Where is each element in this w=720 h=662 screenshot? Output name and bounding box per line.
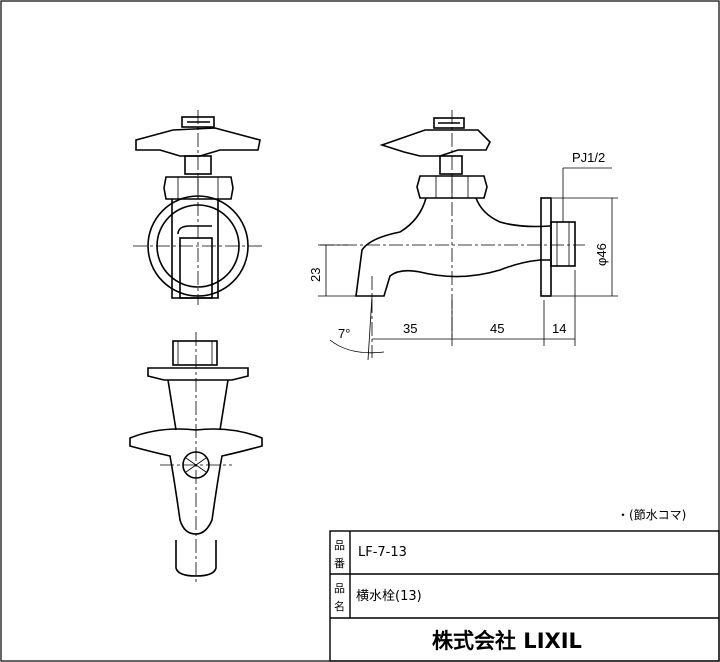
- front-view: [133, 110, 264, 305]
- name-label-1: 品: [334, 582, 345, 595]
- dim-diameter-label: φ46: [594, 243, 609, 266]
- angle-label: 7°: [338, 326, 350, 341]
- water-saving-note: ・(節水コマ): [617, 507, 686, 522]
- name-label-2: 名: [334, 599, 345, 613]
- dim-35-label: 35: [403, 321, 417, 336]
- company-logo-text: 株式会社 LIXIL: [432, 629, 582, 653]
- part-no-label-2: 番: [334, 557, 345, 570]
- dim-45-label: 45: [490, 321, 504, 336]
- part-no-label-1: 品: [334, 539, 345, 552]
- part-no-value: LF-7-13: [358, 545, 407, 560]
- thread-spec-label: PJ1/2: [572, 150, 605, 165]
- dim-14-label: 14: [552, 321, 566, 336]
- side-view: 23 φ46 PJ1/2 35 45 14 7°: [308, 110, 618, 361]
- product-name-value: 横水栓(13): [356, 589, 422, 604]
- dim-23-label: 23: [308, 268, 323, 282]
- title-block: 品 番 LF-7-13 品 名 横水栓(13) 株式会社 LIXIL: [329, 530, 720, 662]
- top-view: [129, 332, 263, 584]
